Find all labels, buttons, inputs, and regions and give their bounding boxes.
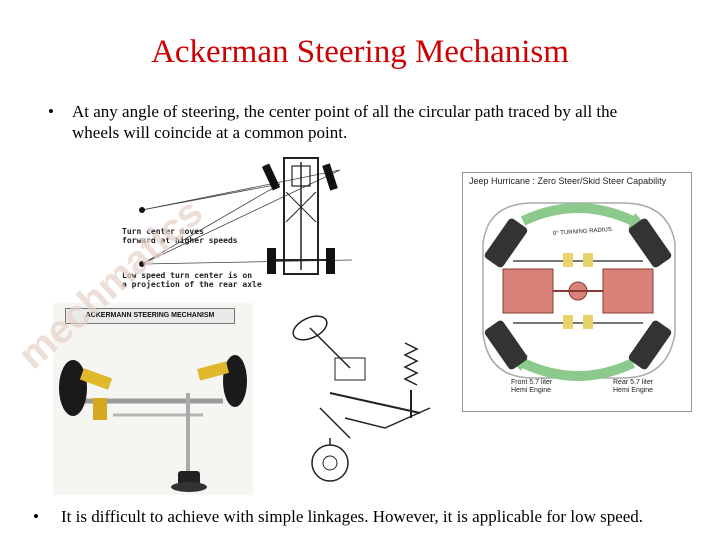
jeep-drawing [482, 202, 676, 381]
label-high-speed-line-1: Turn center moves [122, 227, 204, 236]
label-low-speed-line-1: Low speed turn center is on [122, 271, 253, 280]
rear-engine-label-line-1: Rear 5.7 liter [613, 379, 654, 386]
turn-center-drawing [139, 157, 353, 275]
front-engine-label-line-1: Front 5.7 liter [511, 379, 553, 386]
steering-suspension-drawing [290, 298, 460, 498]
bullet-text-line-2: wheels will coincide at a common point. [72, 123, 348, 142]
ackermann-model-photo: ACKERMANN STEERING MECHANISM [53, 303, 253, 495]
jeep-diagram-title: Jeep Hurricane : Zero Steer/Skid Steer C… [469, 176, 667, 186]
bullet-marker: • [48, 102, 54, 121]
label-high-speed-line-2: forward at higher speeds [122, 236, 238, 245]
turn-center-diagram: Turn center moves forward at higher spee… [112, 152, 370, 292]
model-drawing [59, 355, 247, 492]
bullet-text-line-1: At any angle of steering, the center poi… [72, 102, 618, 121]
bullet-text: It is difficult to achieve with simple l… [61, 507, 644, 526]
suspension-drawing [292, 315, 431, 482]
slide-title: Ackerman Steering Mechanism [151, 34, 569, 70]
front-engine-label-line-2: Hemi Engine [511, 387, 552, 394]
rear-engine-label-line-2: Hemi Engine [613, 387, 654, 394]
jeep-hurricane-diagram: Jeep Hurricane : Zero Steer/Skid Steer C… [462, 172, 692, 412]
bullet-item-2: • It is difficult to achieve with simple… [33, 506, 713, 527]
label-low-speed-line-2: a projection of the rear axle [122, 280, 262, 289]
bullet-marker: • [33, 507, 39, 526]
bullet-item-1: • At any angle of steering, the center p… [48, 101, 668, 143]
model-plaque: ACKERMANN STEERING MECHANISM [65, 308, 235, 324]
